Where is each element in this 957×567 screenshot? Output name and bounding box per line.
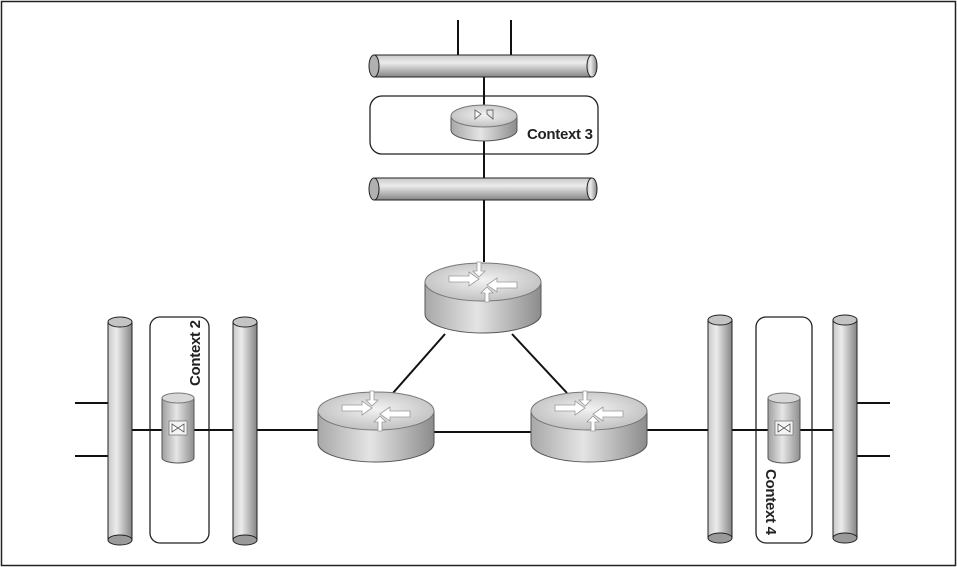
- router-icon: [317, 390, 435, 463]
- link-top-right: [511, 333, 568, 394]
- segment-cylinder: [107, 316, 133, 546]
- firewall-icon: [161, 392, 195, 464]
- link-top-left: [392, 333, 446, 394]
- segment-cylinder: [368, 177, 598, 201]
- firewall-icon: [450, 104, 518, 142]
- context-3-label: Context 3: [527, 126, 593, 143]
- segment-cylinder: [832, 314, 858, 544]
- segment-cylinder: [368, 54, 598, 78]
- firewall-icon: [767, 392, 801, 464]
- router-icon: [530, 390, 648, 463]
- router-icon: [424, 261, 542, 334]
- context-4-label: Context 4: [762, 469, 779, 536]
- segment-cylinder: [707, 314, 733, 544]
- segment-cylinder: [232, 316, 258, 546]
- context-2-label: Context 2: [187, 320, 204, 386]
